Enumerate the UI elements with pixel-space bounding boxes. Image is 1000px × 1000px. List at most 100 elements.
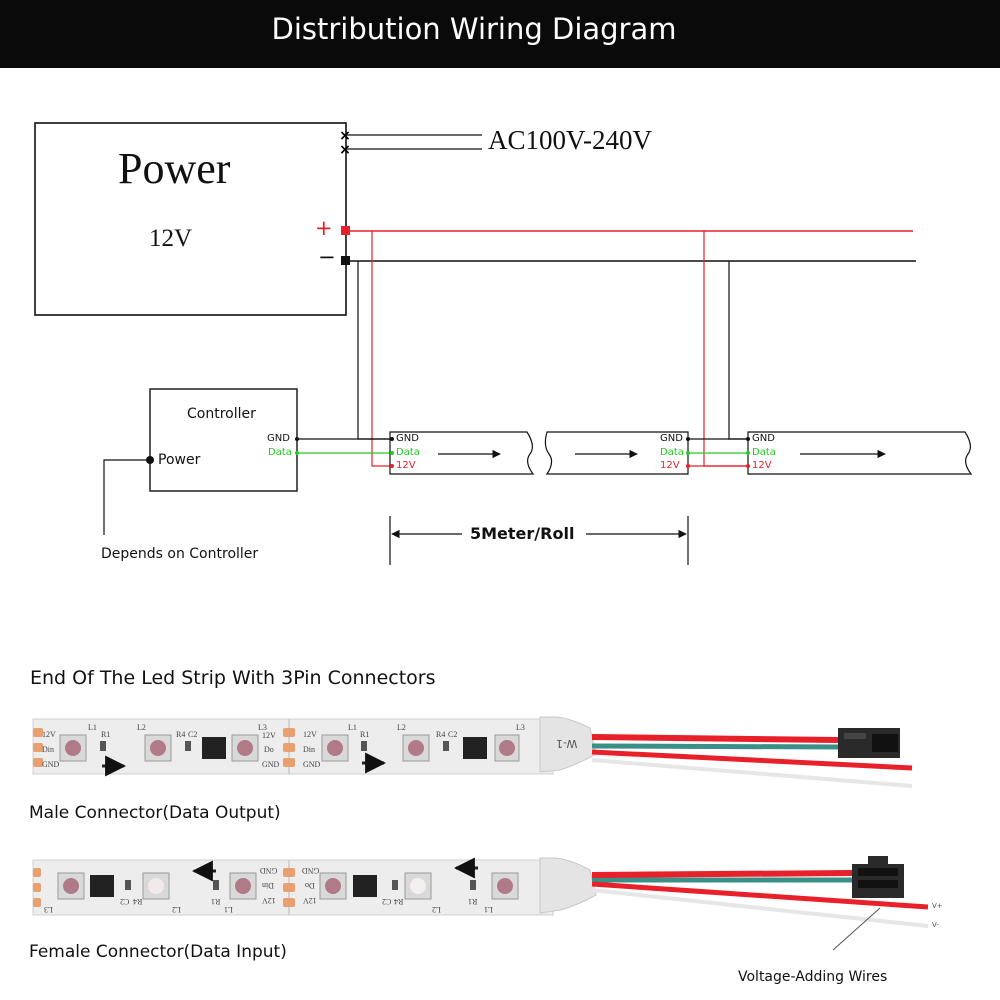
male-mark-r1: R1 bbox=[101, 730, 111, 739]
diagram-title: Distribution Wiring Diagram bbox=[271, 12, 677, 46]
male-mark-12v-c: 12V bbox=[303, 730, 317, 739]
female-mark-l3: L3 bbox=[44, 905, 53, 914]
strip-2-12v-label: 12V bbox=[660, 460, 680, 471]
strip-segment-1 bbox=[389, 431, 535, 475]
female-mark-l2: L2 bbox=[172, 905, 181, 914]
ac-input-label: AC100V-240V bbox=[488, 125, 653, 155]
male-mark-l3-b: L3 bbox=[516, 723, 525, 732]
female-connector-caption: Female Connector(Data Input) bbox=[29, 942, 287, 962]
strip-1-data-dot bbox=[390, 451, 394, 455]
strip-2-gnd-dot bbox=[686, 437, 690, 441]
voltage-wires-leader bbox=[832, 907, 881, 951]
female-wire-white bbox=[591, 888, 929, 928]
male-mark-gnd: GND bbox=[42, 760, 60, 769]
male-mark-12v: 12V bbox=[42, 730, 56, 739]
female-mark-12v: 12V bbox=[262, 896, 276, 905]
female-mark-c2: C2 bbox=[120, 897, 130, 906]
female-mark-l1: L1 bbox=[224, 905, 233, 914]
female-wire-red-2 bbox=[591, 881, 929, 910]
male-mark-do: Do bbox=[264, 745, 274, 754]
female-mark-r1-b: R1 bbox=[468, 897, 478, 906]
male-mark-l1: L1 bbox=[88, 723, 97, 732]
male-wire-white bbox=[591, 758, 913, 788]
roll-length-label: 5Meter/Roll bbox=[470, 524, 575, 543]
female-mark-r4-b: R4 bbox=[394, 897, 404, 906]
controller-data-dot bbox=[295, 451, 299, 455]
strip-1-gnd-label: GND bbox=[396, 433, 419, 444]
male-connector-housing bbox=[838, 728, 900, 758]
minus-terminal bbox=[341, 256, 350, 265]
female-strip-leds bbox=[57, 872, 519, 900]
male-strip-leds bbox=[59, 734, 520, 762]
male-mark-l2-b: L2 bbox=[397, 723, 406, 732]
strip-1-12v-dot bbox=[390, 464, 394, 468]
male-connector-caption: Male Connector(Data Output) bbox=[29, 803, 281, 823]
female-mark-c2-b: C2 bbox=[382, 897, 392, 906]
red-drop-2 bbox=[703, 231, 748, 467]
male-mark-din: Din bbox=[42, 745, 54, 754]
male-strip-pads bbox=[33, 728, 295, 767]
strip-1-12v-label: 12V bbox=[396, 460, 416, 471]
title-banner: Distribution Wiring Diagram bbox=[0, 0, 1000, 68]
plus-terminal bbox=[341, 226, 350, 235]
male-mark-l1-b: L1 bbox=[348, 723, 357, 732]
female-connector-housing bbox=[852, 856, 904, 898]
female-mark-l1-b: L1 bbox=[484, 905, 493, 914]
power-supply-box bbox=[34, 122, 347, 316]
strip-2-12v-dot bbox=[686, 464, 690, 468]
female-mark-gnd-b: GND bbox=[302, 866, 320, 875]
female-mark-l2-b: L2 bbox=[432, 905, 441, 914]
ac-terminal-1: × bbox=[339, 128, 351, 144]
male-boot-mark: W-1 bbox=[556, 737, 578, 750]
female-vplus-mark: V+ bbox=[932, 902, 943, 910]
strip-segment-3 bbox=[747, 431, 973, 475]
female-mark-din: Din bbox=[262, 881, 274, 890]
female-strip-pads bbox=[33, 868, 295, 907]
male-mark-c2: C2 bbox=[188, 730, 198, 739]
female-mark-gnd: GND bbox=[260, 866, 278, 875]
strip-2-gnd-label: GND bbox=[660, 433, 683, 444]
strip-3-data-dot bbox=[746, 451, 750, 455]
male-wire-red-2 bbox=[591, 749, 913, 771]
female-strip-resistors bbox=[125, 880, 476, 890]
power-supply-title: Power bbox=[118, 144, 231, 193]
power-supply-voltage: 12V bbox=[149, 225, 193, 252]
female-mark-r4: R4 bbox=[133, 897, 143, 906]
strip-3-12v-label: 12V bbox=[752, 460, 772, 471]
connector-section-heading: End Of The Led Strip With 3Pin Connector… bbox=[30, 667, 436, 689]
controller-gnd-label: GND bbox=[267, 433, 290, 444]
minus-sign: − bbox=[318, 245, 336, 269]
female-connector-boot bbox=[539, 857, 597, 914]
female-wire-red-1 bbox=[591, 870, 853, 878]
male-mark-r4: R4 bbox=[176, 730, 186, 739]
female-mark-r1: R1 bbox=[211, 897, 221, 906]
male-mark-l3: L3 bbox=[258, 723, 267, 732]
strip-3-gnd-dot bbox=[746, 437, 750, 441]
controller-title: Controller bbox=[187, 406, 256, 422]
controller-gnd-dot bbox=[295, 437, 299, 441]
male-mark-din-b: Din bbox=[303, 745, 315, 754]
strip-2-data-label: Data bbox=[660, 447, 684, 458]
strip-3-gnd-label: GND bbox=[752, 433, 775, 444]
controller-data-label: Data bbox=[268, 447, 292, 458]
male-mark-r1-b: R1 bbox=[360, 730, 370, 739]
black-drop-2 bbox=[728, 261, 748, 440]
male-strip-resistors bbox=[100, 741, 449, 751]
controller-power-label: Power bbox=[158, 452, 201, 468]
plus-sign: + bbox=[315, 216, 333, 240]
male-mark-gnd-c: GND bbox=[303, 760, 321, 769]
strip-3-12v-dot bbox=[746, 464, 750, 468]
ac-terminal-2: × bbox=[339, 142, 351, 158]
female-strip-ics bbox=[90, 875, 377, 897]
male-mark-l2: L2 bbox=[137, 723, 146, 732]
male-wire-teal bbox=[591, 743, 841, 750]
female-vminus-mark: V- bbox=[932, 921, 939, 929]
strip-1-gnd-dot bbox=[390, 437, 394, 441]
strip-3-data-label: Data bbox=[752, 447, 776, 458]
controller-power-note: Depends on Controller bbox=[101, 546, 259, 562]
female-mark-12v-b: 12V bbox=[303, 896, 317, 905]
controller-power-lead bbox=[103, 459, 150, 535]
strip-2-data-dot bbox=[686, 451, 690, 455]
strip-1-data-label: Data bbox=[396, 447, 420, 458]
